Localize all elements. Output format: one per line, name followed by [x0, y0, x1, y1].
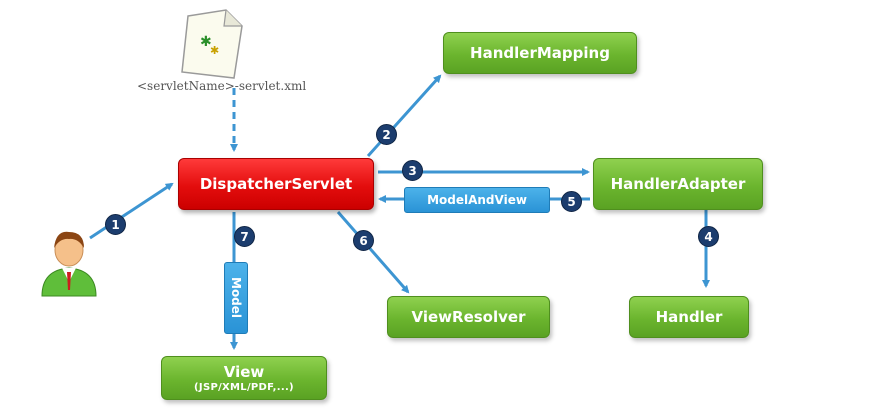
step-4-label: 4 [704, 229, 713, 244]
handler-adapter-box: HandlerAdapter [593, 158, 763, 210]
model-payload: Model [224, 262, 248, 334]
step-badge-1: 1 [105, 214, 126, 235]
step-badge-7: 7 [234, 226, 255, 247]
view-resolver-box: ViewResolver [387, 296, 550, 338]
step-badge-3: 3 [402, 160, 423, 181]
xml-file-icon: ✱ ✱ [181, 9, 243, 79]
handler-adapter-label: HandlerAdapter [610, 175, 746, 193]
handler-mapping-label: HandlerMapping [470, 44, 610, 62]
arrow-6 [336, 211, 410, 294]
handler-mapping-box: HandlerMapping [443, 32, 637, 74]
step-badge-5: 5 [561, 191, 582, 212]
user-icon [41, 231, 97, 297]
step-3-label: 3 [408, 163, 417, 178]
step-badge-2: 2 [376, 124, 397, 145]
svg-text:✱: ✱ [200, 34, 212, 50]
view-resolver-label: ViewResolver [411, 308, 526, 326]
model-and-view-payload: ModelAndView [404, 187, 550, 213]
dispatcher-servlet-box: DispatcherServlet [178, 158, 374, 210]
config-file-label: <servletName>-servlet.xml [137, 79, 307, 93]
handler-box: Handler [629, 296, 749, 338]
step-2-label: 2 [382, 127, 391, 142]
svg-text:✱: ✱ [210, 44, 219, 57]
view-label: View [223, 363, 265, 381]
step-badge-4: 4 [698, 226, 719, 247]
arrow-2 [366, 74, 442, 158]
step-1-label: 1 [111, 217, 120, 232]
step-badge-6: 6 [353, 230, 374, 251]
model-label: Model [229, 277, 243, 319]
handler-label: Handler [655, 308, 723, 326]
step-5-label: 5 [567, 194, 576, 209]
arrow-1 [89, 182, 174, 240]
model-and-view-label: ModelAndView [427, 193, 527, 207]
step-6-label: 6 [359, 233, 368, 248]
step-7-label: 7 [240, 229, 249, 244]
dispatcher-servlet-label: DispatcherServlet [199, 175, 353, 193]
view-box: View (JSP/XML/PDF,...) [161, 356, 327, 400]
view-sublabel: (JSP/XML/PDF,...) [194, 382, 294, 393]
